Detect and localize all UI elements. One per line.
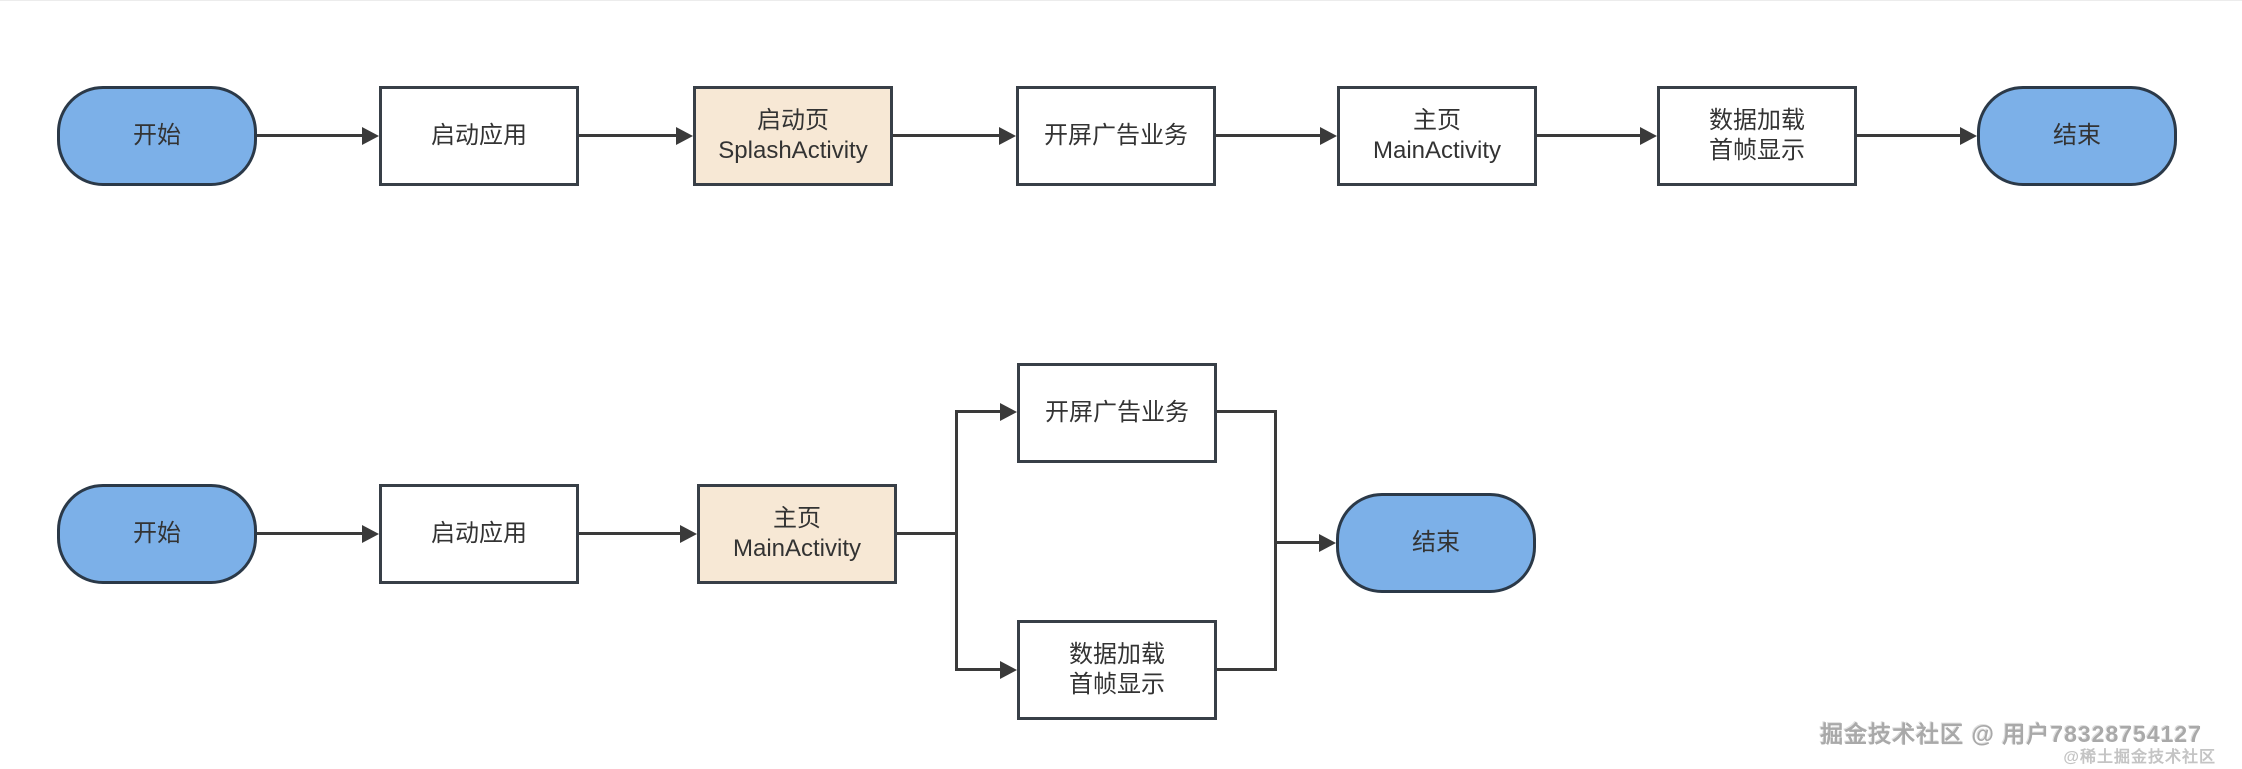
flow1-ad-label: 开屏广告业务 — [1044, 122, 1188, 149]
flow2-branch-top-arrowhead — [1000, 403, 1017, 421]
watermark-user: 掘金技术社区 @ 用户78328754127 — [1820, 721, 2202, 747]
flow1-end-node: 结束 — [1977, 86, 2177, 186]
flow1-edge-1 — [257, 134, 363, 137]
flow1-arrowhead-3 — [999, 127, 1016, 145]
flow1-ad-node: 开屏广告业务 — [1016, 86, 1216, 186]
flow1-dataload-node: 数据加载 首帧显示 — [1657, 86, 1857, 186]
flow1-dataload-label-line1: 数据加载 — [1709, 107, 1805, 134]
flow1-splash-node: 启动页 SplashActivity — [693, 86, 893, 186]
flow2-end-arrowhead — [1319, 534, 1336, 552]
flow2-edge-1 — [257, 532, 363, 535]
flow2-dataload-node: 数据加载 首帧显示 — [1017, 620, 1217, 720]
flow1-arrowhead-1 — [362, 127, 379, 145]
flow2-merge-bottom-line — [1217, 668, 1277, 671]
flow1-main-label-line2: MainActivity — [1372, 137, 1502, 164]
flow1-main-label-line1: 主页 — [1413, 107, 1461, 134]
flow2-arrowhead-2 — [680, 525, 697, 543]
flow1-start-label: 开始 — [133, 122, 181, 149]
flow2-edge-2 — [579, 532, 681, 535]
flow1-splash-label-line1: 启动页 — [757, 107, 829, 134]
flow1-launch-label: 启动应用 — [431, 122, 527, 149]
flow1-edge-4 — [1216, 134, 1321, 137]
watermark-community: @稀土掘金技术社区 — [2063, 749, 2216, 766]
flow1-edge-5 — [1537, 134, 1641, 137]
flow1-main-node: 主页 MainActivity — [1337, 86, 1537, 186]
flow2-branch-bottom-arrowhead — [1000, 661, 1017, 679]
flow2-main-label-line1: 主页 — [773, 505, 821, 532]
flow2-ad-node: 开屏广告业务 — [1017, 363, 1217, 463]
flow2-main-label-line2: MainActivity — [732, 535, 862, 562]
flow2-end-node: 结束 — [1336, 493, 1536, 593]
flow1-launch-node: 启动应用 — [379, 86, 579, 186]
flow2-end-label: 结束 — [1412, 529, 1460, 556]
flow2-ad-label: 开屏广告业务 — [1045, 399, 1189, 426]
flow1-edge-3 — [893, 134, 1000, 137]
flow2-branch-vertical — [955, 410, 958, 671]
flow2-start-label: 开始 — [133, 520, 181, 547]
flow1-edge-6 — [1857, 134, 1961, 137]
flow1-start-node: 开始 — [57, 86, 257, 186]
flow2-dataload-label-line1: 数据加载 — [1069, 641, 1165, 668]
flow2-merge-vertical — [1274, 410, 1277, 671]
flow1-splash-label-line2: SplashActivity — [718, 137, 868, 164]
flow2-merge-top-line — [1217, 410, 1277, 413]
flow2-end-line — [1275, 541, 1320, 544]
flow1-arrowhead-4 — [1320, 127, 1337, 145]
flow1-dataload-label-line2: 首帧显示 — [1709, 137, 1805, 164]
flow2-arrowhead-1 — [362, 525, 379, 543]
flow1-edge-2 — [579, 134, 677, 137]
flow2-branch-stem — [897, 532, 958, 535]
flow2-dataload-label-line2: 首帧显示 — [1069, 671, 1165, 698]
flow2-branch-top-line — [955, 410, 1001, 413]
flow2-main-node: 主页 MainActivity — [697, 484, 897, 584]
flow2-launch-node: 启动应用 — [379, 484, 579, 584]
flow1-arrowhead-2 — [676, 127, 693, 145]
flow2-branch-bottom-line — [955, 668, 1001, 671]
flow1-arrowhead-6 — [1960, 127, 1977, 145]
flow2-start-node: 开始 — [57, 484, 257, 584]
flow1-arrowhead-5 — [1640, 127, 1657, 145]
flow2-launch-label: 启动应用 — [431, 520, 527, 547]
flow1-end-label: 结束 — [2053, 122, 2101, 149]
